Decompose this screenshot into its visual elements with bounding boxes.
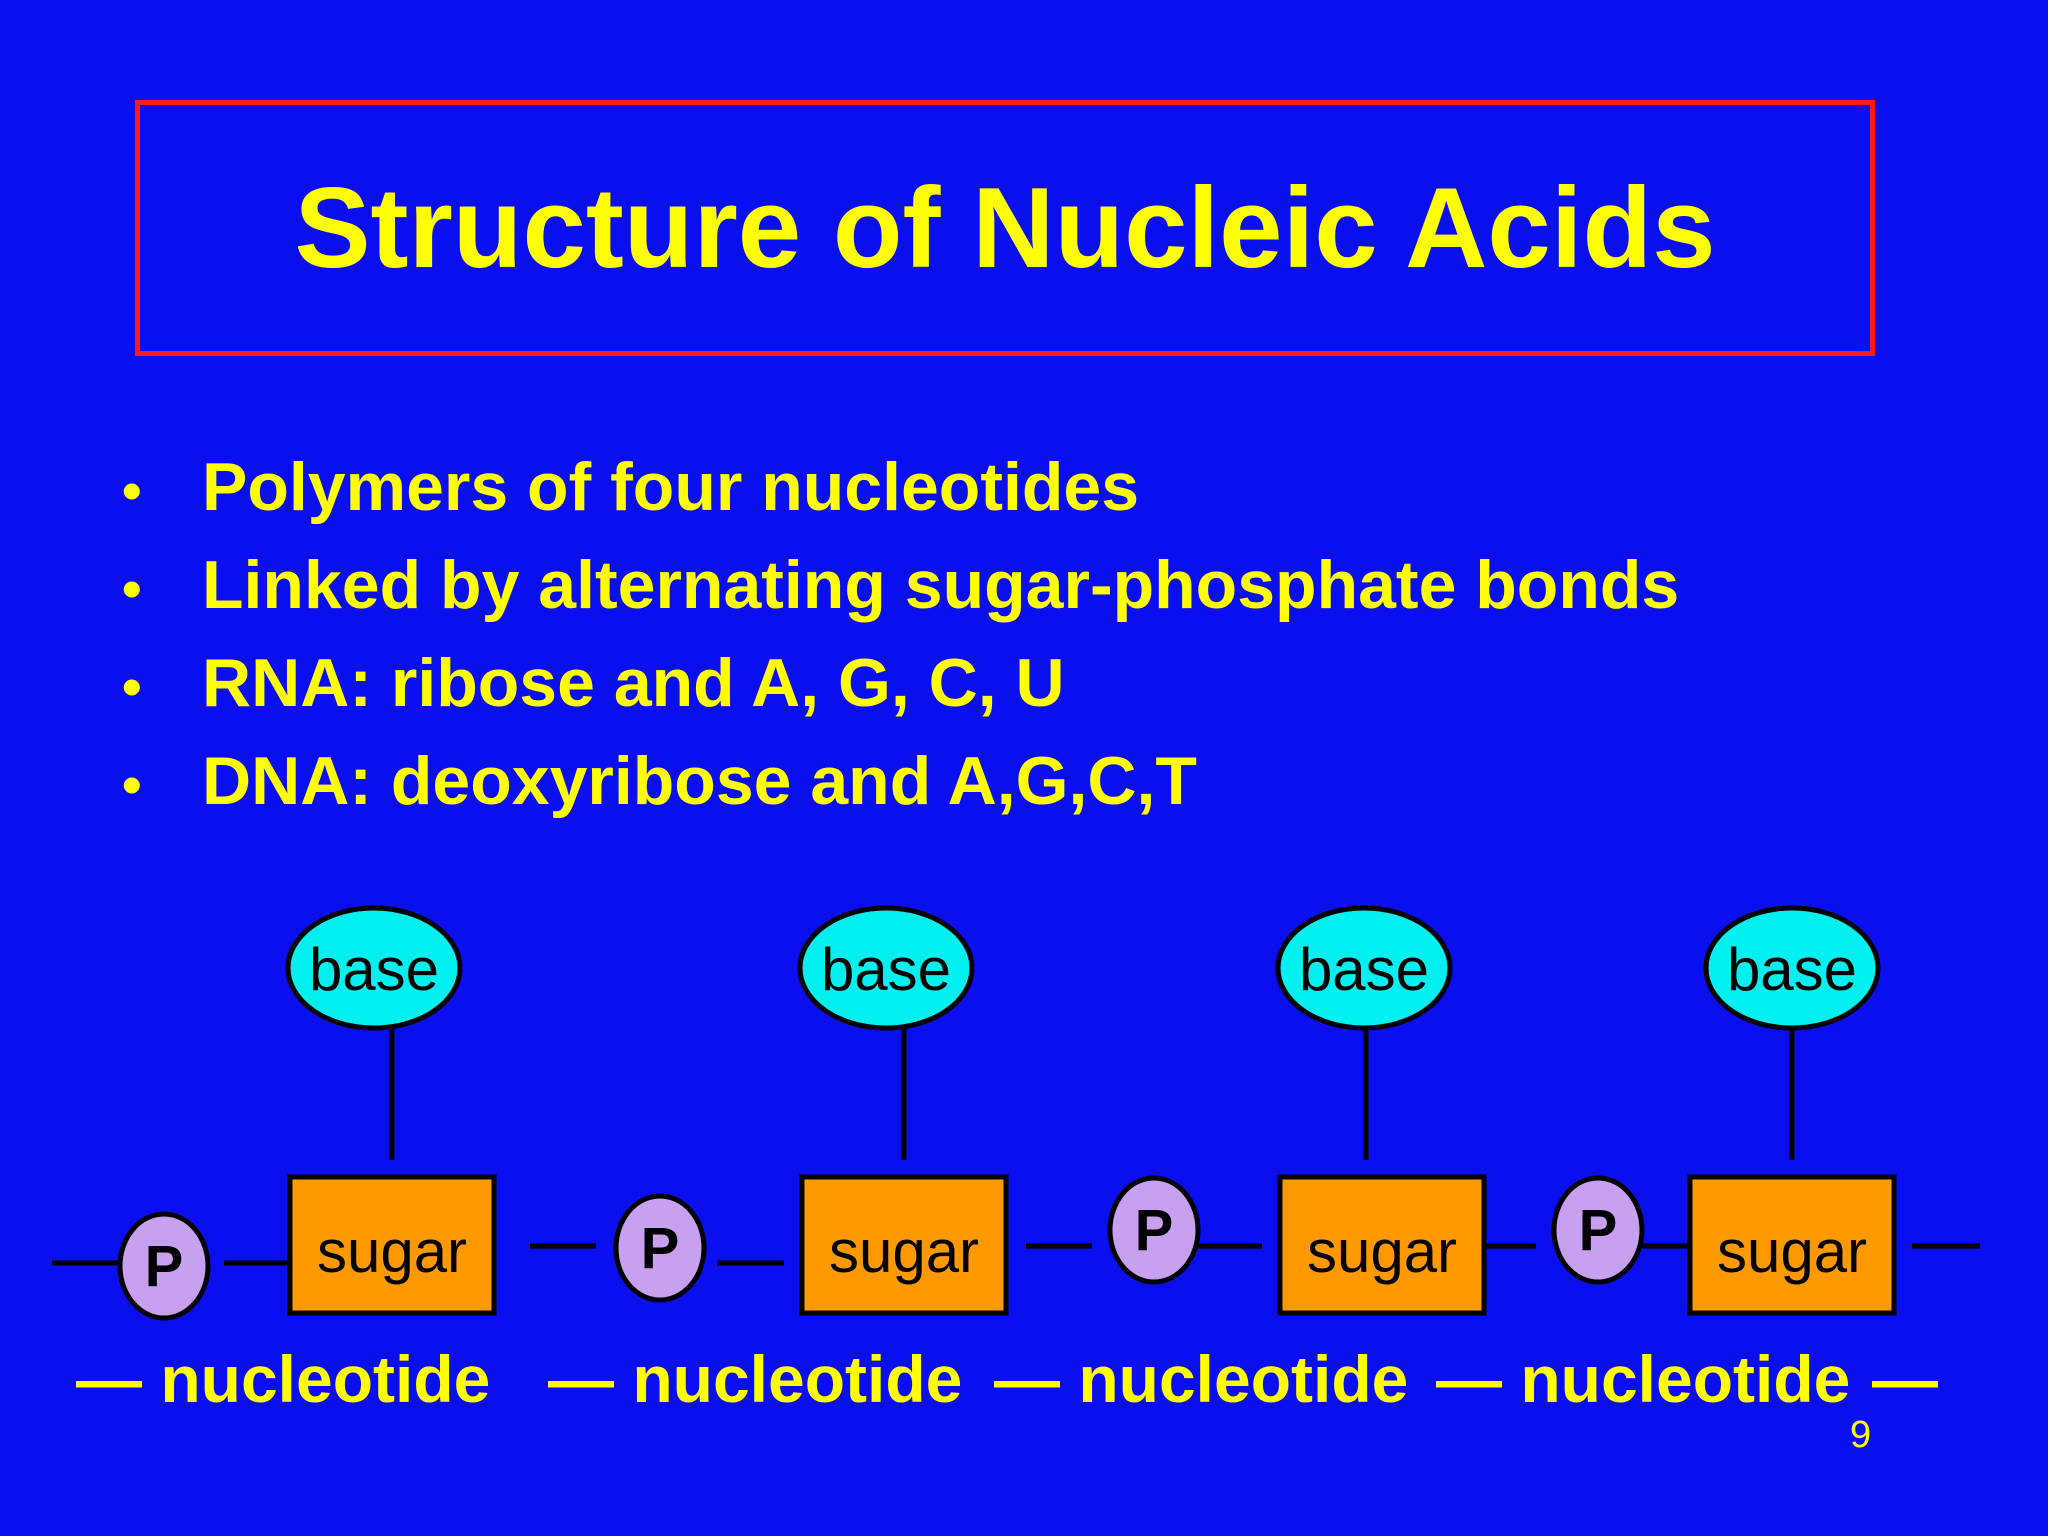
- phosphate-circle: [1551, 1175, 1645, 1285]
- bullet-text: Linked by alternating sugar-phosphate bo…: [202, 547, 1680, 623]
- sugar-label: sugar: [1307, 1218, 1457, 1285]
- bullet-dot-icon: •: [122, 753, 142, 816]
- bullet-dot-icon: •: [122, 655, 142, 718]
- sugar-label: sugar: [1717, 1218, 1867, 1285]
- base-label: base: [1727, 936, 1857, 1003]
- nucleotide-label: — nucleotide: [548, 1342, 962, 1416]
- nucleotide-labels: — nucleotide — nucleotide — nucleotide —…: [76, 1342, 1938, 1416]
- base-ellipse: [1703, 905, 1881, 1031]
- sugar-box: [1277, 1174, 1487, 1316]
- backbone-lines: [52, 1243, 1980, 1266]
- nucleotide-label: — nucleotide: [994, 1342, 1408, 1416]
- phosphate-circle: [613, 1193, 707, 1303]
- base-ellipse: [1275, 905, 1453, 1031]
- base-ellipse: [285, 905, 463, 1031]
- nucleotide-unit: base sugar P: [117, 905, 497, 1321]
- base-label: base: [309, 936, 439, 1003]
- sugar-label: sugar: [317, 1218, 467, 1285]
- phosphate-label: P: [1135, 1198, 1174, 1263]
- phosphate-label: P: [641, 1216, 680, 1281]
- phosphate-label: P: [1579, 1198, 1618, 1263]
- nucleotide-unit: base sugar P: [613, 905, 1009, 1316]
- bullet-list: • Polymers of four nucleotides • Linked …: [122, 448, 1679, 840]
- sugar-box: [1687, 1174, 1897, 1316]
- bullet-item: • DNA: deoxyribose and A,G,C,T: [122, 742, 1679, 840]
- nucleotide-unit: base sugar P: [1107, 905, 1487, 1316]
- sugar-label: sugar: [829, 1218, 979, 1285]
- page-number: 9: [1850, 1414, 1872, 1456]
- sugar-box: [799, 1174, 1009, 1316]
- nucleotide-label: — nucleotide: [76, 1342, 490, 1416]
- bullet-text: RNA: ribose and A, G, C, U: [202, 645, 1065, 721]
- sugar-box: [287, 1174, 497, 1316]
- bullet-text: DNA: deoxyribose and A,G,C,T: [202, 743, 1197, 819]
- base-label: base: [1299, 936, 1429, 1003]
- nucleotide-label: — nucleotide: [1436, 1342, 1850, 1416]
- nucleotide-unit: base sugar P: [1551, 905, 1897, 1316]
- bullet-item: • RNA: ribose and A, G, C, U: [122, 644, 1679, 742]
- base-ellipse: [797, 905, 975, 1031]
- title-box: Structure of Nucleic Acids: [135, 100, 1875, 356]
- bullet-item: • Polymers of four nucleotides: [122, 448, 1679, 546]
- bullet-item: • Linked by alternating sugar-phosphate …: [122, 546, 1679, 644]
- base-label: base: [821, 936, 951, 1003]
- trailing-dash: —: [1872, 1342, 1938, 1416]
- phosphate-label: P: [145, 1234, 184, 1299]
- bullet-text: Polymers of four nucleotides: [202, 449, 1140, 525]
- bullet-dot-icon: •: [122, 557, 142, 620]
- phosphate-circle: [1107, 1175, 1201, 1285]
- base-stems: [389, 1024, 1795, 1160]
- bullet-dot-icon: •: [122, 459, 142, 522]
- phosphate-circle: [117, 1211, 211, 1321]
- slide-title: Structure of Nucleic Acids: [294, 164, 1716, 292]
